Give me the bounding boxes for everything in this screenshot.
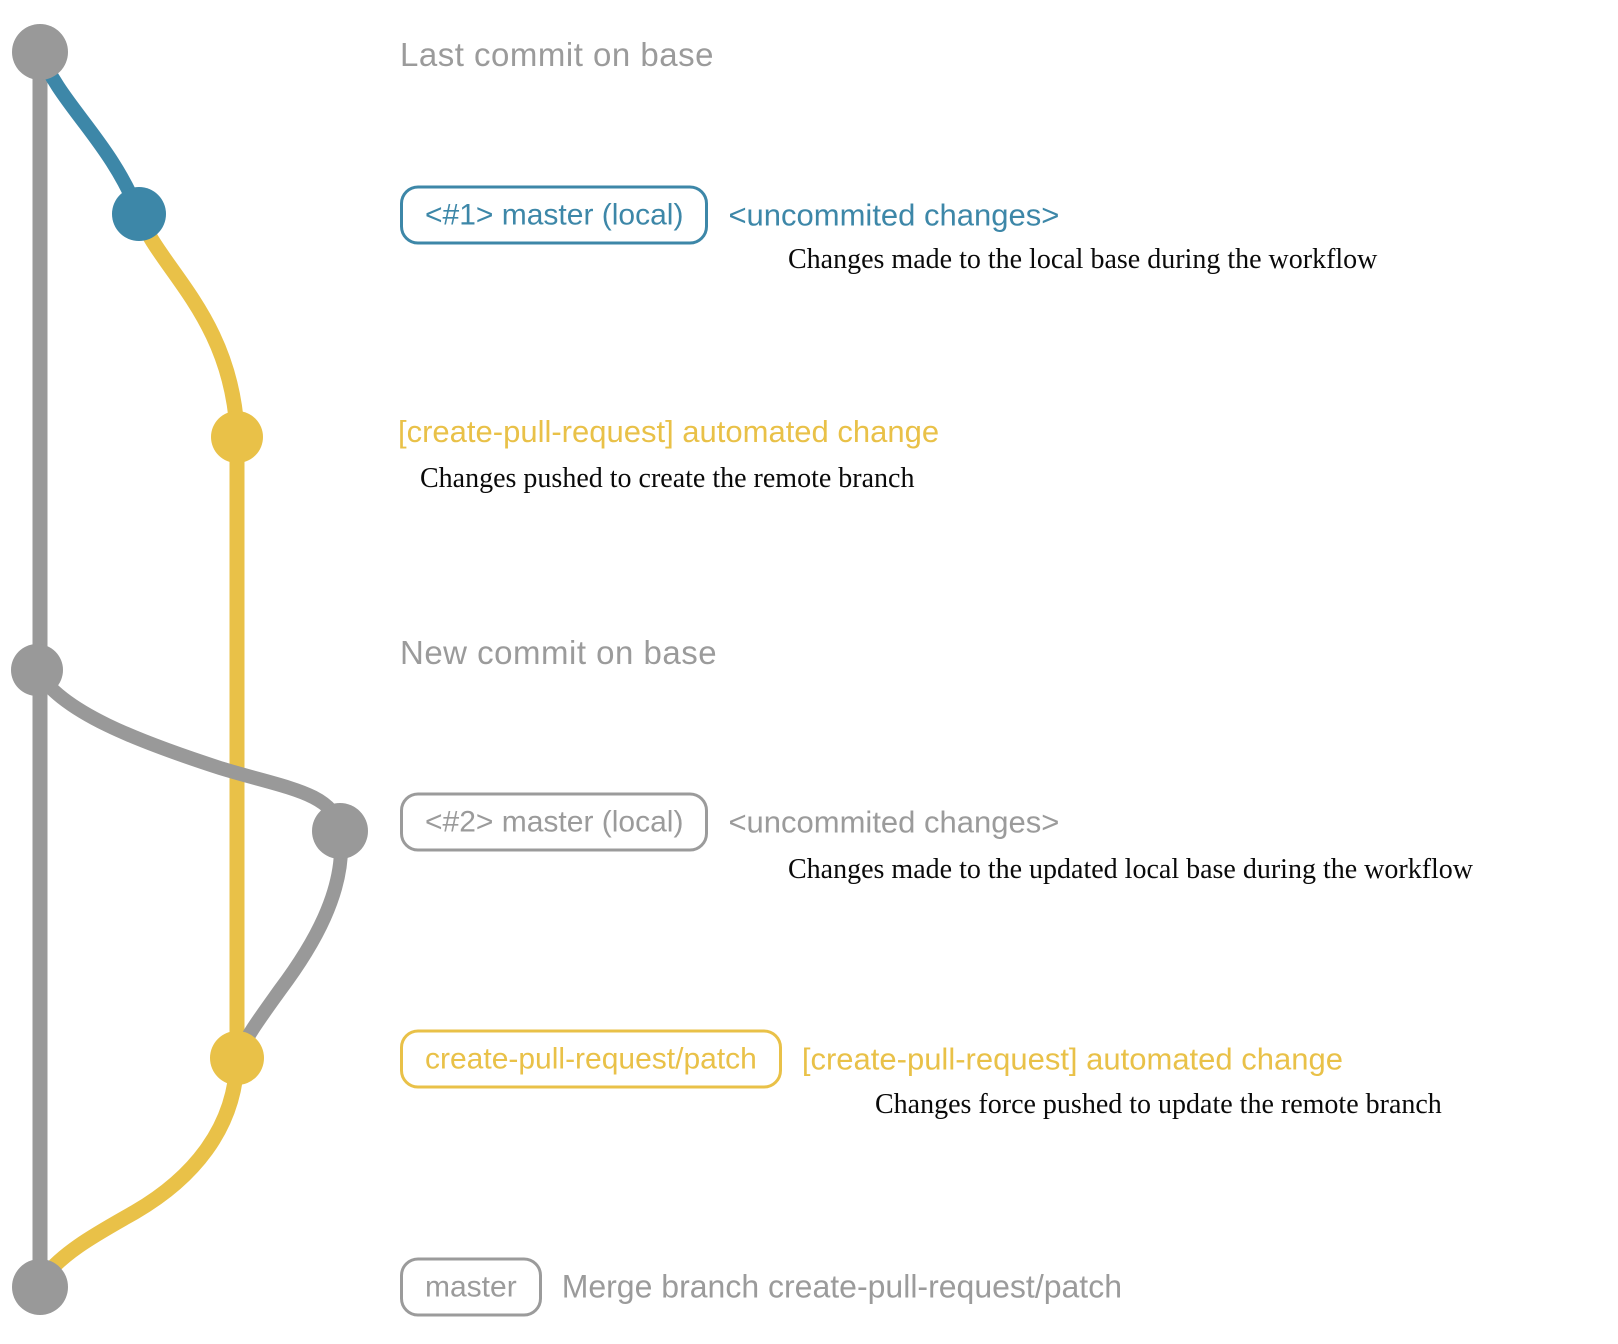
commit-node-uncommited-2 <box>312 803 368 859</box>
branch-badge-master-local-2: <#2> master (local) <box>400 792 709 852</box>
label-new-commit-on-base: New commit on base <box>400 634 718 671</box>
commit-message-automated-1: [create-pull-request] automated change <box>398 414 940 449</box>
commit-node-new-base <box>11 644 63 696</box>
branch-badge-master-local-1: <#1> master (local) <box>400 185 709 245</box>
commit-node-merge <box>12 1259 68 1315</box>
branch-path-local-changes-2b <box>232 824 349 1061</box>
row-uncommited-changes-1: <#1> master (local) <uncommited changes> <box>400 185 1060 245</box>
commit-node-uncommited-1 <box>112 187 166 241</box>
commit-node-automated-2 <box>210 1031 264 1085</box>
commit-message-merge: Merge branch create-pull-request/patch <box>561 1268 1122 1305</box>
caption-automated-2: Changes force pushed to update the remot… <box>875 1089 1442 1120</box>
commit-message-uncommited-2: <uncommited changes> <box>728 804 1060 839</box>
commit-node-automated-1 <box>211 411 263 463</box>
caption-uncommited-1: Changes made to the local base during th… <box>788 244 1378 275</box>
caption-uncommited-2: Changes made to the updated local base d… <box>788 854 1474 885</box>
branch-badge-create-pull-request-patch: create-pull-request/patch <box>400 1029 782 1089</box>
branch-path-local-changes-1 <box>33 45 146 221</box>
branch-path-local-changes-2a <box>30 663 347 835</box>
label-last-commit-on-base: Last commit on base <box>400 36 714 73</box>
commit-message-uncommited-1: <uncommited changes> <box>728 197 1060 232</box>
row-automated-change-2: create-pull-request/patch [create-pull-r… <box>400 1029 1343 1089</box>
commit-node-last-base <box>12 24 68 80</box>
commit-message-automated-2: [create-pull-request] automated change <box>801 1041 1343 1076</box>
branch-badge-master: master <box>400 1257 542 1317</box>
caption-automated-1: Changes pushed to create the remote bran… <box>420 463 915 494</box>
branch-path-create-pull-request <box>34 206 245 1288</box>
row-uncommited-changes-2: <#2> master (local) <uncommited changes> <box>400 792 1060 852</box>
row-merge-commit: master Merge branch create-pull-request/… <box>400 1257 1122 1317</box>
